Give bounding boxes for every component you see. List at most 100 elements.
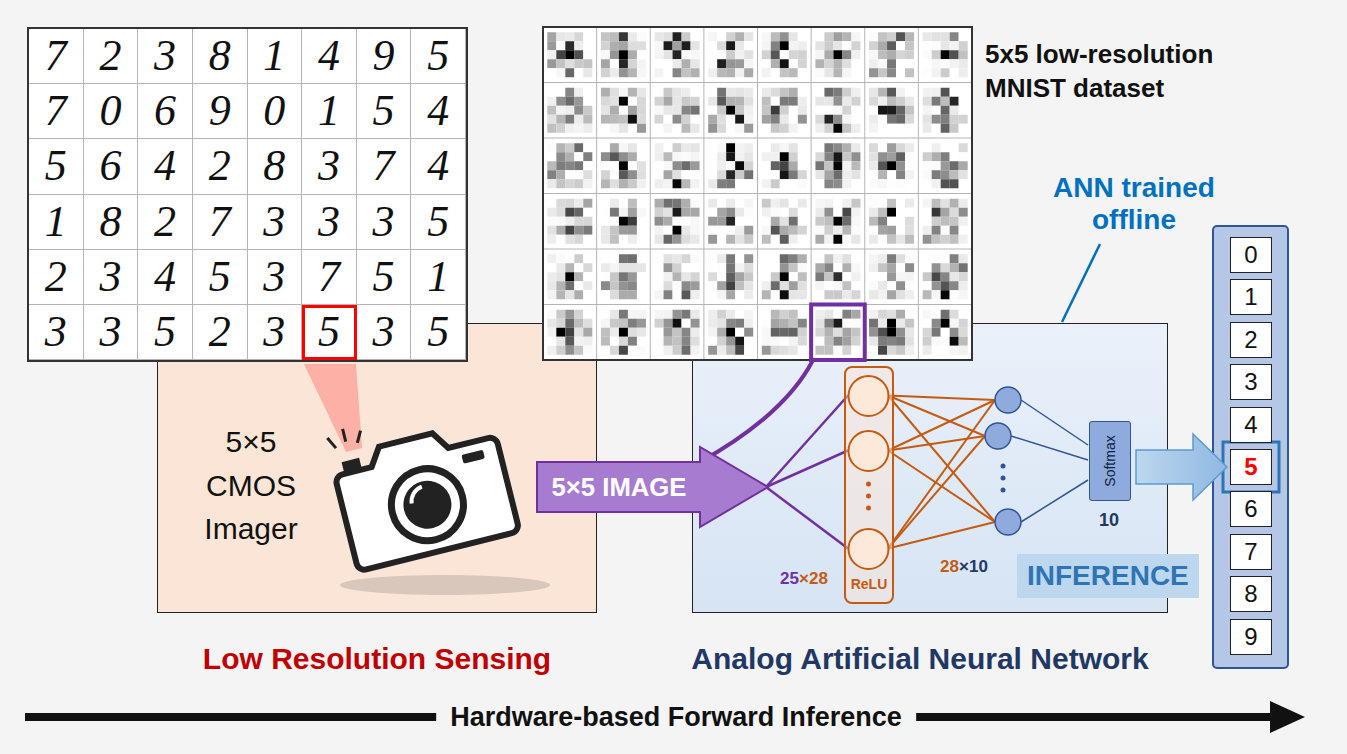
svg-rect: [583, 254, 592, 263]
svg-rect: [717, 115, 726, 124]
svg-rect: [950, 68, 959, 77]
svg-rect: [744, 226, 753, 235]
svg-rect: [887, 124, 896, 133]
svg-rect: [932, 208, 941, 217]
svg-rect: [905, 115, 914, 124]
svg-rect: [565, 170, 574, 179]
svg-rect: [619, 199, 628, 208]
svg-rect: [950, 179, 959, 188]
svg-rect: [815, 319, 824, 328]
svg-rect: [923, 290, 932, 299]
svg-rect: [565, 328, 574, 337]
svg-rect: [735, 226, 744, 235]
svg-g: [762, 199, 807, 244]
svg-line: [543, 304, 972, 305]
svg-rect: [628, 290, 637, 299]
svg-rect: [619, 346, 628, 355]
svg-rect: [887, 290, 896, 299]
svg-rect: [789, 226, 798, 235]
svg-rect: [798, 124, 807, 133]
svg-rect: [637, 272, 646, 281]
svg-g: [601, 143, 646, 188]
svg-rect: [717, 124, 726, 133]
svg-rect: [583, 281, 592, 290]
svg-rect: [833, 68, 842, 77]
svg-rect: [905, 88, 914, 97]
svg-rect: [824, 319, 833, 328]
svg-rect: [574, 328, 583, 337]
svg-rect: [789, 328, 798, 337]
svg-g: [815, 254, 860, 299]
svg-rect: [682, 59, 691, 68]
svg-rect: [619, 88, 628, 97]
panel-heading: Low Resolution Sensing: [203, 642, 551, 676]
svg-rect: [905, 346, 914, 355]
svg-rect: [583, 226, 592, 235]
svg-rect: [824, 124, 833, 133]
svg-rect: [664, 115, 673, 124]
svg-rect: [655, 346, 664, 355]
svg-rect: [744, 115, 753, 124]
svg-rect: [762, 226, 771, 235]
svg-rect: [887, 32, 896, 41]
svg-rect: [547, 179, 556, 188]
svg-rect: [762, 170, 771, 179]
svg-rect: [815, 41, 824, 50]
svg-rect: [673, 319, 682, 328]
svg-g: [869, 32, 914, 77]
svg-g: [762, 143, 807, 188]
svg-rect: [583, 88, 592, 97]
svg-rect: [959, 199, 968, 208]
svg-rect: [780, 115, 789, 124]
svg-rect: [556, 337, 565, 346]
svg-rect: [896, 208, 905, 217]
svg-rect: [950, 88, 959, 97]
svg-rect: [869, 124, 878, 133]
svg-rect: [923, 161, 932, 170]
svg-rect: [869, 226, 878, 235]
svg-rect: [655, 88, 664, 97]
svg-rect: [691, 290, 700, 299]
svg-rect: [869, 346, 878, 355]
svg-rect: [932, 32, 941, 41]
svg-rect: [601, 319, 610, 328]
svg-g: [655, 88, 700, 133]
svg-rect: [673, 41, 682, 50]
svg-rect: [547, 106, 556, 115]
svg-rect: [619, 41, 628, 50]
svg-rect: [932, 59, 941, 68]
svg-rect: [619, 152, 628, 161]
svg-rect: [959, 337, 968, 346]
svg-rect: [610, 59, 619, 68]
svg-rect: [637, 217, 646, 226]
svg-rect: [780, 254, 789, 263]
svg-rect: [619, 32, 628, 41]
svg-rect: [815, 68, 824, 77]
svg-g: [815, 143, 860, 188]
svg-rect: [941, 41, 950, 50]
svg-rect: [762, 337, 771, 346]
svg-rect: [574, 170, 583, 179]
svg-rect: [932, 199, 941, 208]
svg-rect: [950, 152, 959, 161]
svg-rect: [815, 290, 824, 299]
svg-rect: [824, 115, 833, 124]
svg-rect: [851, 106, 860, 115]
svg-rect: [708, 124, 717, 133]
svg-rect: [896, 170, 905, 179]
svg-rect: [583, 319, 592, 328]
svg-rect: [717, 281, 726, 290]
svg-rect: [619, 170, 628, 179]
svg-rect: [574, 88, 583, 97]
svg-rect: [565, 59, 574, 68]
svg-rect: [959, 319, 968, 328]
svg-rect: [896, 310, 905, 319]
svg-rect: [851, 226, 860, 235]
class-digit: 4: [1244, 411, 1257, 439]
svg-rect: [673, 152, 682, 161]
svg-rect: [771, 281, 780, 290]
svg-rect: [842, 281, 851, 290]
svg-rect: [941, 290, 950, 299]
svg-rect: [574, 106, 583, 115]
svg-rect: [547, 319, 556, 328]
